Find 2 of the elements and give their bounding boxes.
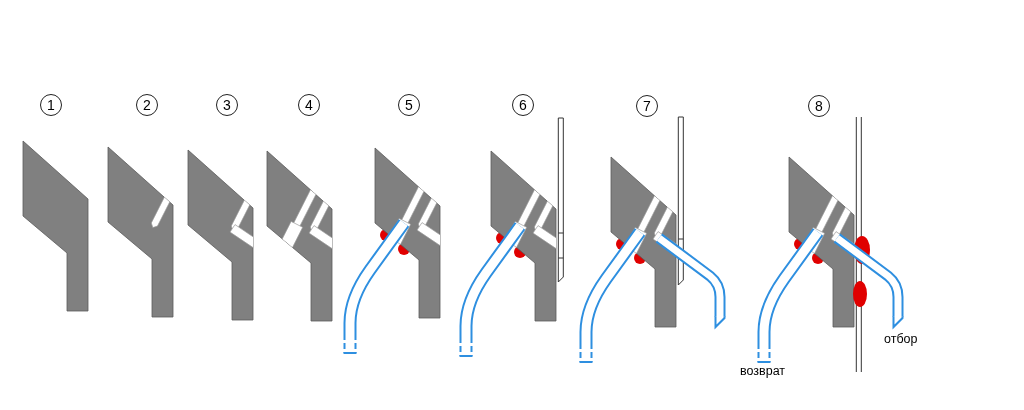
tube-label: возврат bbox=[740, 365, 786, 378]
tube-label: отбор bbox=[884, 333, 918, 346]
